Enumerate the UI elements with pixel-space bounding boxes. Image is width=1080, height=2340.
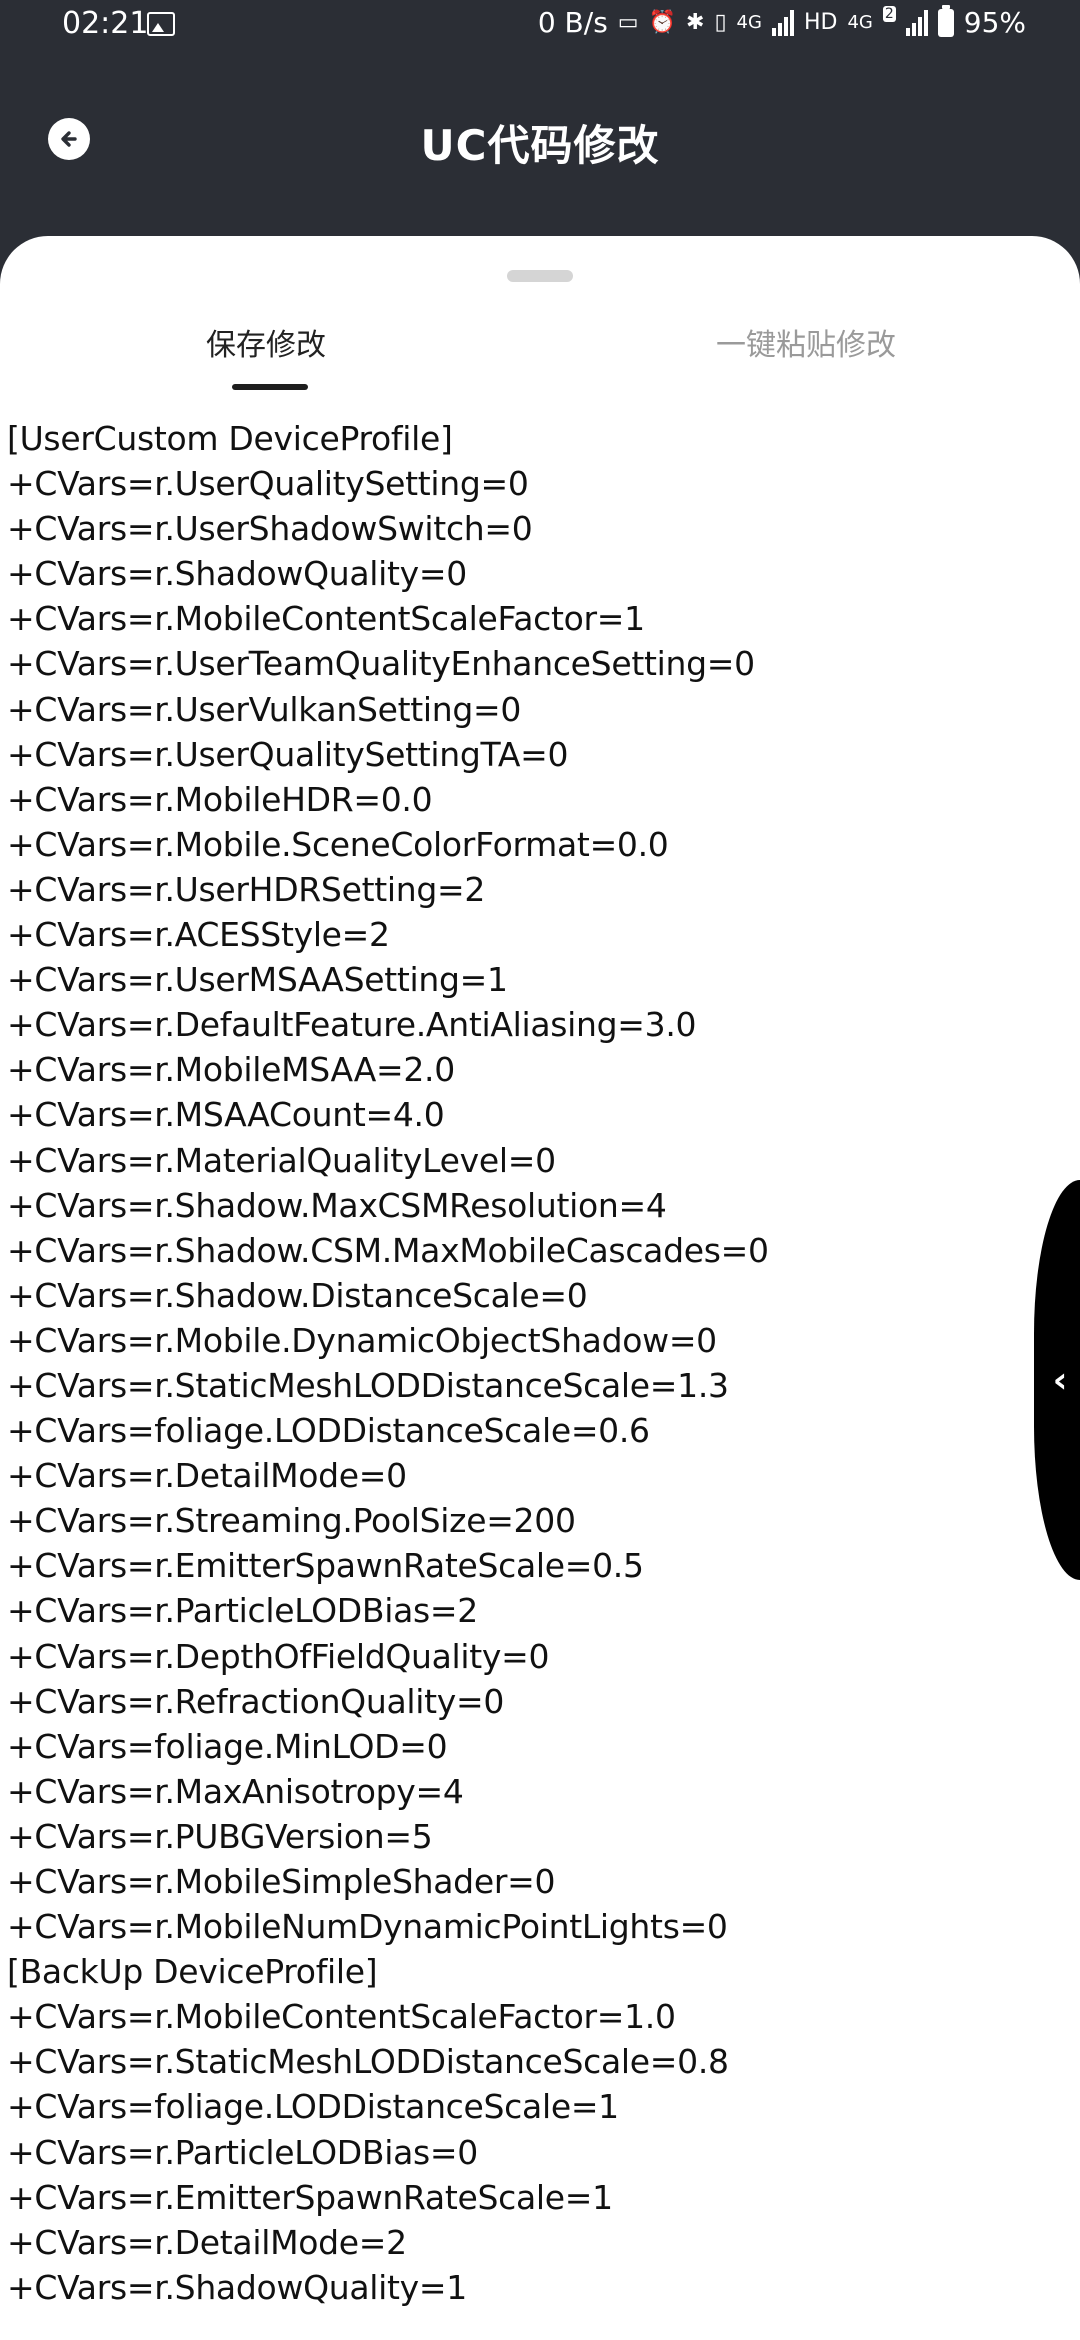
code-line: +CVars=r.Shadow.CSM.MaxMobileCascades=0 (7, 1230, 769, 1270)
signal-icon (771, 9, 794, 36)
code-line: +CVars=r.ParticleLODBias=2 (7, 1591, 478, 1631)
code-line: +CVars=r.UserQualitySettingTA=0 (7, 734, 569, 774)
code-line: +CVars=r.MobileMSAA=2.0 (7, 1050, 455, 1090)
app-bar: UC代码修改 (0, 90, 1080, 190)
code-line: +CVars=r.MaxAnisotropy=4 (7, 1771, 464, 1811)
code-line: +CVars=r.DefaultFeature.AntiAliasing=3.0 (7, 1005, 697, 1045)
hd-label: HD (803, 10, 838, 35)
back-button[interactable] (48, 118, 90, 160)
code-line: +CVars=r.Mobile.SceneColorFormat=0.0 (7, 824, 669, 864)
network-4g-label-2: 4G (847, 12, 873, 33)
arrow-left-icon (61, 131, 77, 147)
code-line: +CVars=r.RefractionQuality=0 (7, 1681, 505, 1721)
status-bar: 02:21 0 B/s ▭ ⏰ ✱ ▯ 4G HD 4G 2 95% (0, 0, 1080, 50)
gallery-notification-icon (147, 12, 175, 36)
code-line: [UserCustom DeviceProfile] (7, 419, 453, 458)
code-line: +CVars=r.DetailMode=0 (7, 1456, 407, 1496)
code-line: +CVars=r.EmitterSpawnRateScale=1 (7, 2177, 613, 2217)
page-title: UC代码修改 (420, 121, 660, 170)
bluetooth-icon: ✱ (686, 10, 705, 35)
code-line: +CVars=r.Streaming.PoolSize=200 (7, 1501, 576, 1541)
code-line: [BackUp DeviceProfile] (7, 1952, 378, 1992)
code-line: +CVars=r.UserQualitySetting=0 (7, 464, 529, 504)
net-speed: 0 B/s (537, 6, 608, 39)
code-line: +CVars=r.ShadowQuality=1 (7, 2267, 467, 2307)
tab-save-changes[interactable]: 保存修改 (206, 328, 326, 363)
chevron-left-icon: ‹ (1052, 1359, 1068, 1401)
code-line: +CVars=r.ACESStyle=2 (7, 915, 390, 955)
network-4g-label: 4G (736, 12, 762, 33)
code-line: +CVars=r.ParticleLODBias=0 (7, 2132, 478, 2172)
code-editor[interactable]: [UserCustom DeviceProfile] +CVars=r.UserQ… (7, 416, 1067, 2310)
refresh-rate-icon: ▭ (617, 10, 639, 35)
code-line: +CVars=r.EmitterSpawnRateScale=0.5 (7, 1546, 644, 1586)
status-icons: 0 B/s ▭ ⏰ ✱ ▯ 4G HD 4G 2 95% (537, 4, 1026, 39)
code-line: +CVars=r.UserShadowSwitch=0 (7, 509, 533, 549)
status-time: 02:21 (62, 6, 149, 41)
battery-percent: 95% (963, 6, 1026, 39)
battery-icon (937, 4, 954, 37)
code-line: +CVars=r.MobileNumDynamicPointLights=0 (7, 1907, 728, 1947)
code-sheet: 保存修改 一键粘贴修改 [UserCustom DeviceProfile] +C… (0, 236, 1080, 2340)
tab-one-click-paste[interactable]: 一键粘贴修改 (716, 328, 896, 363)
sim-badge: 2 (882, 6, 896, 22)
code-line: +CVars=r.MSAACount=4.0 (7, 1095, 445, 1135)
code-line: +CVars=r.UserVulkanSetting=0 (7, 689, 522, 729)
code-line: +CVars=r.DetailMode=2 (7, 2222, 407, 2262)
code-line: +CVars=foliage.LODDistanceScale=0.6 (7, 1411, 650, 1451)
code-line: +CVars=r.MaterialQualityLevel=0 (7, 1140, 556, 1180)
code-line: +CVars=r.MobileHDR=0.0 (7, 779, 433, 819)
alarm-icon: ⏰ (648, 10, 676, 35)
code-line: +CVars=r.MobileSimpleShader=0 (7, 1862, 556, 1901)
code-line: +CVars=r.UserMSAASetting=1 (7, 960, 508, 1000)
tab-active-indicator (232, 384, 308, 390)
code-line: +CVars=r.Mobile.DynamicObjectShadow=0 (7, 1320, 717, 1360)
vibrate-icon: ▯ (714, 10, 727, 35)
edge-back-handle[interactable]: ‹ (1034, 1180, 1080, 1580)
drag-handle[interactable] (507, 270, 573, 282)
code-line: +CVars=r.StaticMeshLODDistanceScale=0.8 (7, 2042, 729, 2082)
code-line: +CVars=foliage.LODDistanceScale=1 (7, 2087, 619, 2127)
code-line: +CVars=r.Shadow.DistanceScale=0 (7, 1275, 588, 1315)
code-line: +CVars=r.DepthOfFieldQuality=0 (7, 1636, 550, 1676)
code-line: +CVars=r.MobileContentScaleFactor=1 (7, 599, 645, 639)
code-line: +CVars=r.Shadow.MaxCSMResolution=4 (7, 1185, 667, 1225)
tab-bar: 保存修改 一键粘贴修改 (0, 310, 1080, 420)
code-line: +CVars=r.MobileContentScaleFactor=1.0 (7, 1997, 676, 2037)
code-line: +CVars=r.StaticMeshLODDistanceScale=1.3 (7, 1365, 729, 1405)
code-line: +CVars=foliage.MinLOD=0 (7, 1726, 448, 1766)
code-line: +CVars=r.PUBGVersion=5 (7, 1816, 433, 1856)
code-line: +CVars=r.UserTeamQualityEnhanceSetting=0 (7, 644, 755, 684)
code-line: +CVars=r.UserHDRSetting=2 (7, 869, 486, 909)
code-line: +CVars=r.ShadowQuality=0 (7, 554, 467, 594)
signal-icon-2 (905, 9, 928, 36)
